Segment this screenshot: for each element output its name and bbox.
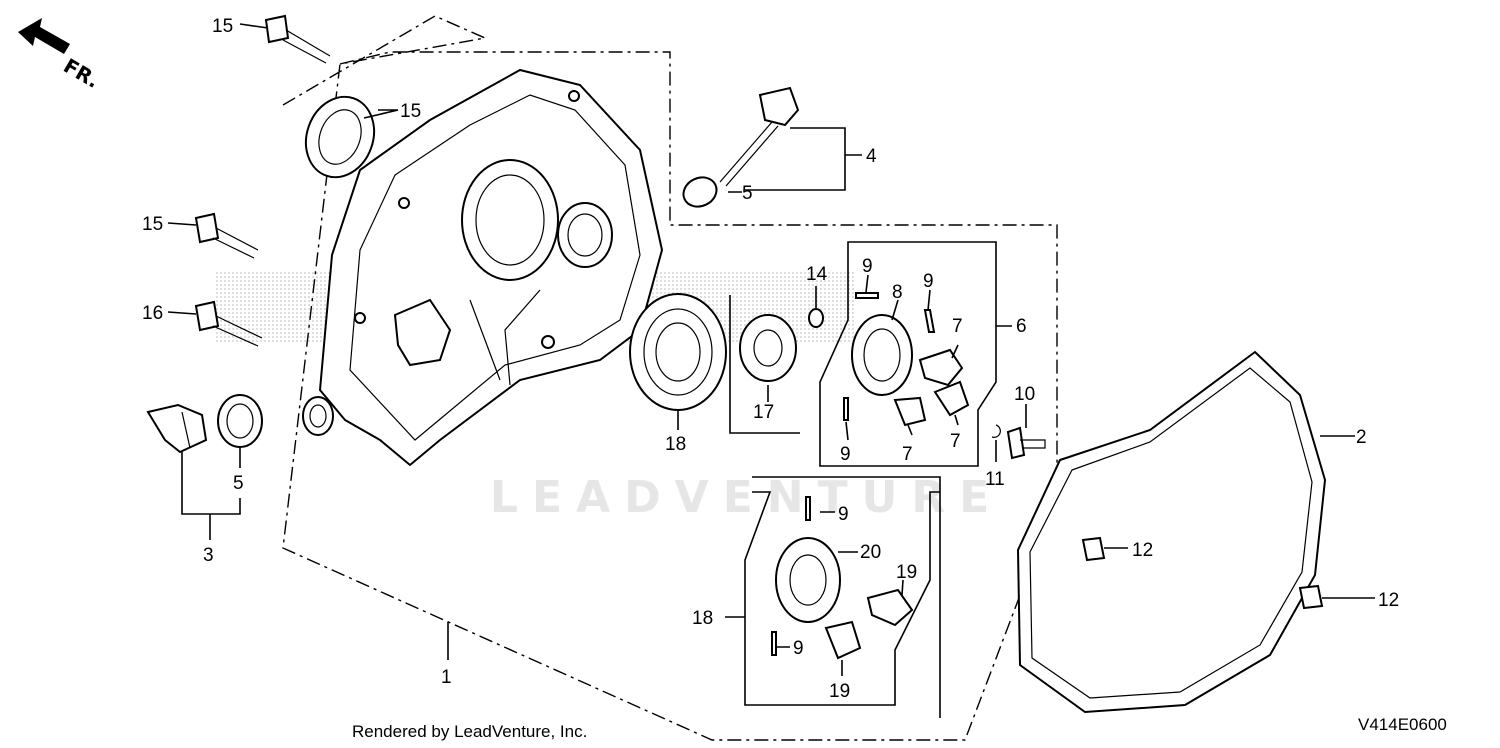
callout-14: 14 [806,264,828,285]
callout-15-lower: 16 [142,303,163,324]
washer-5-left [217,394,263,448]
callout-16: 17 [753,402,774,423]
callout-3: 3 [203,545,214,566]
callout-20: 20 [860,542,881,563]
front-direction-arrow-icon [18,18,70,54]
washer-5-right [682,176,718,208]
watermark: LEADVENTURE [490,472,1003,523]
callout-17: 18 [665,434,686,455]
callout-7-b: 7 [950,431,961,452]
callout-11: 11 [985,469,1005,490]
direction-label: FR. [60,54,104,93]
governor-assembly-frame [819,241,997,467]
ball-bearing-16 [739,314,797,382]
callout-12-a: 12 [1132,540,1153,561]
flange-bolt-15-lower [194,300,263,347]
bracket-16 [729,295,800,434]
callout-8: 8 [892,282,903,303]
oil-filler-cap-3 [146,403,208,454]
pin-9-e [771,631,777,656]
pin-9-d [805,496,811,521]
callout-18: 18 [692,608,713,629]
callout-5-right: 5 [742,183,753,204]
credit-text: Rendered by LeadVenture, Inc. [352,722,587,741]
callout-10: 10 [1014,384,1035,405]
callout-12-b: 12 [1378,590,1399,611]
flange-bolt-15-top [264,14,331,64]
drain-bushing [302,396,334,436]
callout-2: 2 [1356,427,1367,448]
governor-gear-20 [775,537,841,623]
callout-19-a: 19 [896,562,917,583]
pin-9-a [855,292,879,299]
governor-gear-8 [851,314,913,396]
clip-11 [991,424,1001,438]
ball-bearing-17 [629,293,727,411]
callout-13: 15 [400,101,421,122]
leader-lines [167,23,1375,676]
diagram-code: V414E0600 [1358,715,1447,734]
flange-bolt-15-middle [194,212,259,259]
callout-9-b: 9 [923,271,934,292]
callout-5-left: 5 [233,473,244,494]
oil-seal-13 [304,95,376,179]
pin-9-b [923,309,936,333]
dipstick-4 [719,86,800,187]
callout-4: 4 [866,146,877,167]
washer-14 [808,308,824,328]
callout-9-e: 9 [793,638,804,659]
governor-assembly-frame-18 [744,476,941,718]
callout-7-c: 7 [902,444,913,465]
callout-9-c: 9 [840,444,851,465]
governor-weight-19 [824,588,914,660]
bolt-10 [1006,426,1046,460]
crankcase-cover [318,68,664,467]
dowel-pin-12-a [1081,536,1106,562]
pin-9-c [843,397,849,421]
governor-weight-7 [893,348,970,427]
callout-7-a: 7 [952,316,963,337]
dowel-pin-12-b [1298,584,1324,610]
callout-15-middle: 15 [142,214,163,235]
callout-6: 6 [1016,316,1027,337]
gasket-2 [1016,350,1327,714]
callout-9-d: 9 [838,504,849,525]
callout-1: 1 [441,667,452,688]
callout-15-top: 15 [212,16,233,37]
crankcase-assembly-outline [282,15,1058,741]
callout-19-b: 19 [829,681,850,702]
callout-9-a: 9 [862,256,873,277]
